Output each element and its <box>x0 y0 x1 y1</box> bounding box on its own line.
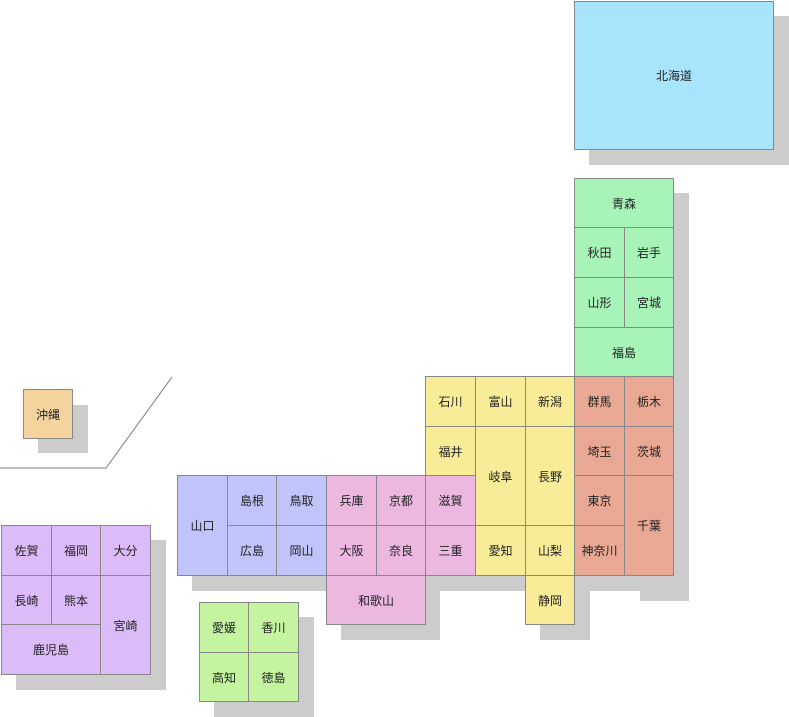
pref-ibaraki[interactable]: 茨城 <box>624 426 674 476</box>
pref-saga[interactable]: 佐賀 <box>1 525 52 576</box>
pref-label: 静岡 <box>537 593 562 608</box>
pref-label: 北海道 <box>655 69 692 83</box>
pref-label: 神奈川 <box>581 544 618 558</box>
pref-label: 京都 <box>388 494 413 508</box>
pref-label: 愛媛 <box>211 621 236 635</box>
pref-label: 東京 <box>587 494 612 508</box>
pref-nagasaki[interactable]: 長崎 <box>1 575 52 625</box>
pref-aomori[interactable]: 青森 <box>574 178 674 228</box>
pref-okayama[interactable]: 岡山 <box>276 525 327 576</box>
pref-label: 栃木 <box>636 395 661 409</box>
pref-label: 長崎 <box>14 593 39 608</box>
pref-label: 愛知 <box>488 544 513 558</box>
pref-hokkaido[interactable]: 北海道 <box>574 1 774 150</box>
pref-label: 岡山 <box>289 544 314 558</box>
pref-label: 福島 <box>611 345 636 360</box>
pref-label: 徳島 <box>261 670 286 685</box>
pref-label: 山梨 <box>537 544 562 558</box>
pref-kagoshima[interactable]: 鹿児島 <box>1 624 101 675</box>
pref-kanagawa[interactable]: 神奈川 <box>574 525 625 576</box>
pref-kyoto[interactable]: 京都 <box>376 475 426 526</box>
pref-toyama[interactable]: 富山 <box>475 376 526 427</box>
pref-label: 新潟 <box>537 395 562 409</box>
pref-tottori[interactable]: 鳥取 <box>276 475 327 526</box>
pref-niigata[interactable]: 新潟 <box>525 376 575 427</box>
pref-label: 茨城 <box>636 444 661 459</box>
pref-kumamoto[interactable]: 熊本 <box>51 575 101 625</box>
pref-label: 群馬 <box>587 395 612 409</box>
pref-label: 青森 <box>611 196 636 211</box>
pref-kagawa[interactable]: 香川 <box>248 602 299 653</box>
pref-label: 鹿児島 <box>32 643 69 657</box>
pref-label: 三重 <box>438 544 463 558</box>
pref-label: 岐阜 <box>488 469 513 484</box>
pref-label: 埼玉 <box>587 444 612 459</box>
pref-label: 富山 <box>488 395 513 409</box>
pref-label: 福井 <box>438 444 463 459</box>
pref-label: 石川 <box>438 395 463 409</box>
pref-shizuoka[interactable]: 静岡 <box>525 575 575 625</box>
pref-tokushima[interactable]: 徳島 <box>248 652 299 702</box>
pref-label: 佐賀 <box>14 544 39 558</box>
chiba-shadow <box>640 591 689 601</box>
pref-gifu[interactable]: 岐阜 <box>475 426 526 526</box>
pref-chiba[interactable]: 千葉 <box>624 475 674 576</box>
pref-nara[interactable]: 奈良 <box>376 525 426 576</box>
pref-label: 千葉 <box>636 519 661 533</box>
pref-shimane[interactable]: 島根 <box>227 475 277 526</box>
pref-label: 和歌山 <box>357 593 394 608</box>
pref-shiga[interactable]: 滋賀 <box>425 475 476 526</box>
pref-yamagata[interactable]: 山形 <box>574 277 625 328</box>
pref-saitama[interactable]: 埼玉 <box>574 426 625 476</box>
pref-tokyo[interactable]: 東京 <box>574 475 625 526</box>
pref-label: 滋賀 <box>438 494 463 508</box>
pref-label: 岩手 <box>636 246 661 260</box>
pref-label: 秋田 <box>587 246 612 260</box>
pref-label: 大分 <box>113 544 138 558</box>
pref-label: 高知 <box>211 670 236 685</box>
pref-akita[interactable]: 秋田 <box>574 227 625 278</box>
pref-yamaguchi[interactable]: 山口 <box>177 475 228 576</box>
pref-fukui[interactable]: 福井 <box>425 426 476 476</box>
pref-label: 福岡 <box>63 544 88 558</box>
pref-kochi[interactable]: 高知 <box>199 652 249 702</box>
pref-osaka[interactable]: 大阪 <box>326 525 377 576</box>
pref-label: 宮城 <box>636 296 661 310</box>
pref-label: 広島 <box>239 544 264 558</box>
pref-mie[interactable]: 三重 <box>425 525 476 576</box>
pref-aichi[interactable]: 愛知 <box>475 525 526 576</box>
pref-fukushima[interactable]: 福島 <box>574 327 674 377</box>
pref-label: 香川 <box>261 621 286 635</box>
pref-nagano[interactable]: 長野 <box>525 426 575 526</box>
pref-label: 山形 <box>587 296 612 310</box>
pref-label: 奈良 <box>388 544 413 558</box>
pref-miyazaki[interactable]: 宮崎 <box>100 575 151 675</box>
pref-ishikawa[interactable]: 石川 <box>425 376 476 427</box>
pref-wakayama[interactable]: 和歌山 <box>326 575 426 625</box>
pref-label: 長野 <box>537 469 562 484</box>
pref-tochigi[interactable]: 栃木 <box>624 376 674 427</box>
pref-miyagi[interactable]: 宮城 <box>624 277 674 328</box>
pref-iwate[interactable]: 岩手 <box>624 227 674 278</box>
pref-label: 沖縄 <box>35 407 60 422</box>
pref-label: 宮崎 <box>113 618 138 633</box>
pref-label: 熊本 <box>63 593 88 608</box>
pref-label: 兵庫 <box>339 494 364 508</box>
pref-gunma[interactable]: 群馬 <box>574 376 625 427</box>
pref-hyogo[interactable]: 兵庫 <box>326 475 377 526</box>
pref-oita[interactable]: 大分 <box>100 525 151 576</box>
pref-label: 鳥取 <box>289 494 314 508</box>
pref-label: 大阪 <box>339 544 364 558</box>
pref-okinawa[interactable]: 沖縄 <box>23 389 73 439</box>
pref-label: 山口 <box>190 519 215 533</box>
pref-label: 島根 <box>239 494 264 508</box>
pref-hiroshima[interactable]: 広島 <box>227 525 277 576</box>
pref-yamanashi[interactable]: 山梨 <box>525 525 575 576</box>
pref-ehime[interactable]: 愛媛 <box>199 602 249 653</box>
pref-fukuoka[interactable]: 福岡 <box>51 525 101 576</box>
